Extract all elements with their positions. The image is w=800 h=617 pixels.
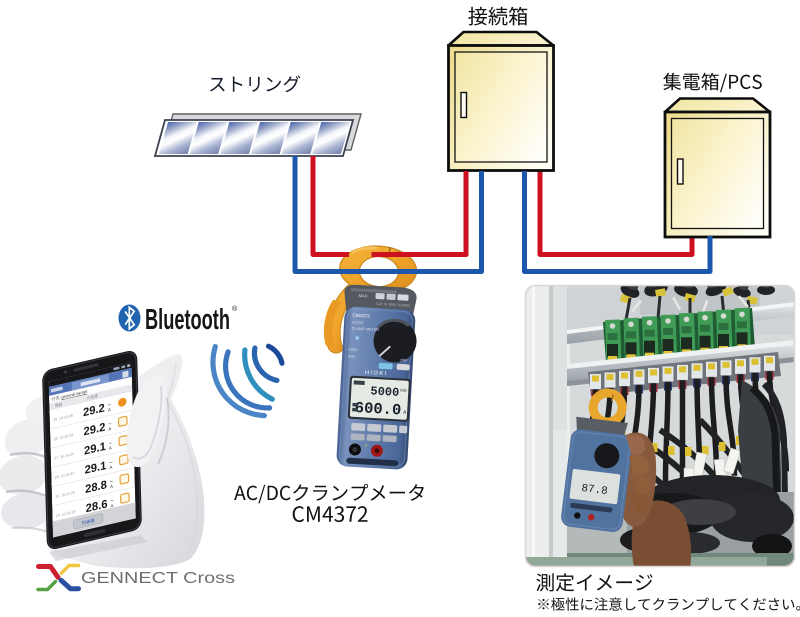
svg-text:A: A	[108, 426, 111, 432]
svg-text:10:19:24: 10:19:24	[60, 452, 74, 459]
svg-text:29.1: 29.1	[84, 460, 107, 477]
svg-text:®: ®	[232, 305, 238, 313]
svg-text:A: A	[403, 410, 407, 416]
svg-text:5000: 5000	[370, 384, 400, 400]
svg-text:GENNECT Cross: GENNECT Cross	[81, 570, 235, 587]
svg-text:~: ~	[110, 479, 114, 486]
svg-text:26: 26	[55, 475, 59, 480]
svg-text:A: A	[109, 465, 112, 471]
svg-text:27: 27	[54, 456, 58, 461]
svg-text:~: ~	[108, 402, 112, 409]
svg-text:600A: 600A	[348, 348, 358, 353]
svg-text:A: A	[109, 445, 112, 451]
svg-text:~: ~	[110, 498, 114, 505]
svg-text:CLAMP METER: CLAMP METER	[352, 327, 380, 333]
svg-text:29: 29	[53, 417, 57, 422]
svg-text:28.8: 28.8	[85, 479, 108, 496]
svg-text:V: V	[365, 443, 368, 448]
svg-text:Bluetooth: Bluetooth	[145, 304, 230, 336]
svg-text:A: A	[110, 484, 113, 490]
svg-text:87.8: 87.8	[581, 483, 609, 498]
svg-text:10:19:20: 10:19:20	[61, 491, 75, 498]
svg-text:10:19:22: 10:19:22	[61, 471, 75, 478]
svg-text:25: 25	[55, 494, 59, 499]
svg-text:~: ~	[109, 441, 113, 448]
svg-text:24: 24	[56, 513, 60, 518]
svg-text:10:19:26: 10:19:26	[59, 433, 73, 440]
svg-text:MAX: MAX	[358, 293, 368, 299]
svg-text:A: A	[110, 503, 113, 509]
svg-text:29.2: 29.2	[83, 421, 105, 438]
svg-text:29.2: 29.2	[83, 402, 105, 419]
svg-text:HIOKI: HIOKI	[365, 370, 388, 377]
svg-text:600.0: 600.0	[354, 399, 401, 420]
svg-text:28: 28	[54, 437, 58, 442]
svg-text:general sampl: general sampl	[61, 389, 87, 400]
svg-text:~: ~	[108, 421, 112, 428]
svg-text:~: ~	[109, 460, 113, 467]
svg-text:AC/DC: AC/DC	[352, 321, 364, 326]
svg-text:CAT IV 300V III 600V: CAT IV 300V III 600V	[376, 302, 411, 308]
svg-text:10:19:28: 10:19:28	[59, 414, 73, 421]
svg-text:OFF: OFF	[400, 358, 408, 362]
svg-text:A: A	[108, 407, 111, 413]
svg-text:60A: 60A	[348, 354, 355, 358]
svg-text:29.1: 29.1	[84, 441, 107, 458]
svg-text:MΩ: MΩ	[400, 387, 407, 392]
svg-text:CM4372: CM4372	[352, 313, 370, 319]
svg-text:10:19:18: 10:19:18	[62, 510, 76, 517]
